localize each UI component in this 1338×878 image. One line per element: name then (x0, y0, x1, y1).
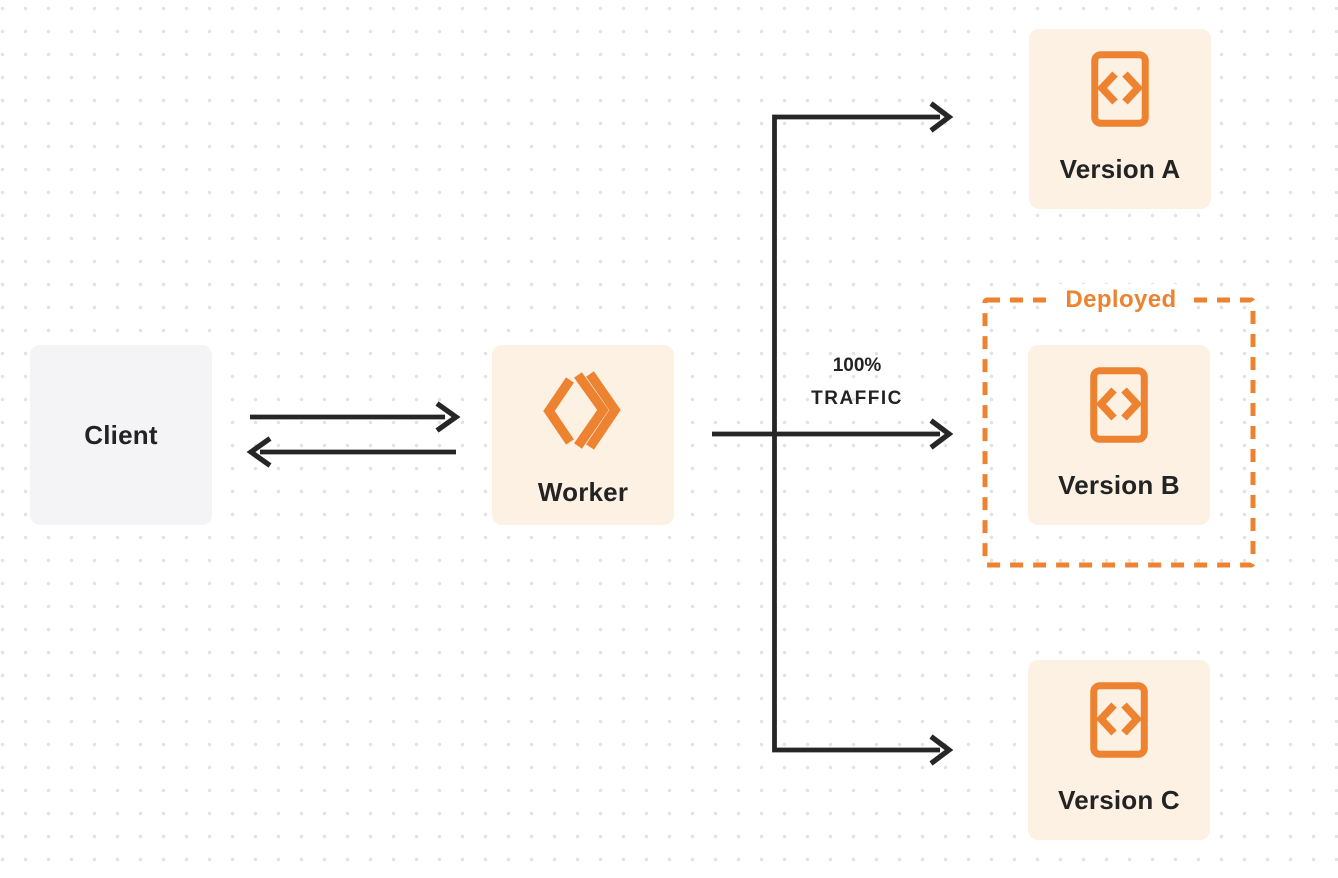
traffic-word-label: TRAFFIC (811, 388, 903, 409)
deployed-dashed-border (982, 297, 1256, 568)
version-a-arrowhead-icon (929, 101, 954, 133)
code-file-icon (1090, 682, 1148, 758)
version-c-arrowhead-icon (929, 734, 954, 766)
worker-to-client-arrowhead-icon (246, 436, 272, 468)
version-b-arrowhead-icon (929, 418, 954, 450)
client-label: Client (84, 419, 158, 450)
code-file-icon (1091, 51, 1149, 127)
version-a-node: Version A (1029, 29, 1211, 209)
traffic-label: 100% TRAFFIC (811, 349, 903, 415)
version-b-node: Version B (1028, 345, 1210, 525)
traffic-percent-label: 100% (832, 355, 882, 376)
deployed-label: Deployed (1053, 284, 1189, 316)
workers-logo-icon (543, 371, 621, 450)
version-a-label: Version A (1059, 154, 1181, 184)
version-b-label: Version B (1058, 470, 1180, 500)
code-file-icon (1090, 367, 1148, 443)
worker-node: Worker (492, 345, 674, 525)
version-c-node: Version C (1028, 660, 1210, 840)
version-c-label: Version C (1058, 785, 1180, 815)
client-node: Client (30, 345, 212, 525)
client-to-worker-arrowhead-icon (435, 401, 461, 433)
worker-label: Worker (537, 477, 629, 507)
